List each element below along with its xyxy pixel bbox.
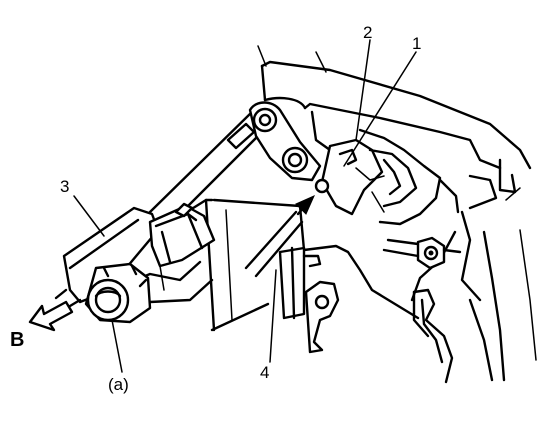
callout-a: (a) (108, 375, 129, 394)
switch-bracket (355, 128, 460, 226)
callout-4: 4 (260, 363, 269, 382)
callout-3: 3 (60, 177, 69, 196)
lever-arm (248, 101, 322, 182)
sensor-housing (314, 138, 384, 216)
direction-arrow-b (28, 300, 74, 332)
mounting-nut (382, 236, 462, 270)
bracket-tab (304, 280, 340, 354)
lower-clip (412, 288, 454, 384)
callout-1: 1 (412, 34, 421, 53)
callout-b: B (10, 329, 24, 351)
callout-2: 2 (363, 23, 372, 42)
body-panel (257, 45, 537, 382)
bracket-4 (278, 246, 322, 320)
pointer-arrow (244, 195, 315, 278)
leader-lines (73, 39, 417, 373)
bolt-a (84, 262, 152, 324)
sensor-connector (148, 202, 216, 268)
